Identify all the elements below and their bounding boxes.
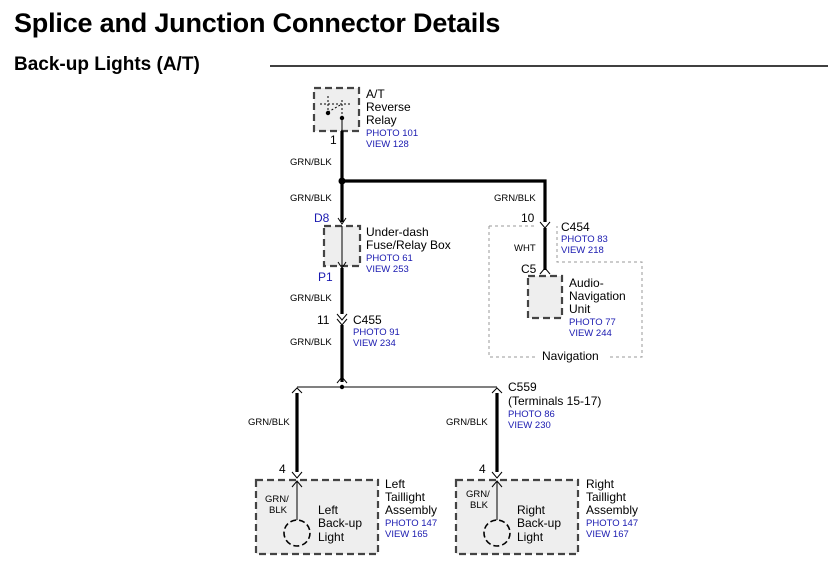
relay-name-line-1: A/T bbox=[366, 87, 385, 101]
relay-view-ref: VIEW 128 bbox=[366, 139, 409, 150]
right-taillight-name-line-3: Assembly bbox=[586, 503, 638, 517]
c559-photo-ref: PHOTO 86 bbox=[508, 409, 555, 420]
right-bulb-label-2: Back-up bbox=[517, 516, 561, 530]
c455-name: C455 bbox=[353, 313, 382, 327]
fuse-box-pin-top: D8 bbox=[314, 211, 330, 225]
nav-unit-name-line-1: Audio- bbox=[569, 276, 604, 290]
relay-photo-ref: PHOTO 101 bbox=[366, 128, 418, 139]
relay-box bbox=[312, 86, 361, 133]
c455-view-ref: VIEW 234 bbox=[353, 338, 396, 349]
left-bulb-label-3: Light bbox=[318, 530, 345, 544]
fuse-box-photo-ref: PHOTO 61 bbox=[366, 253, 413, 264]
left-taillight-box bbox=[254, 478, 380, 556]
fuse-box-name-line-2: Fuse/Relay Box bbox=[366, 238, 451, 252]
fuse-box-component: D8 P1 Under-dash Fuse/Relay Box PHOTO 61… bbox=[314, 211, 451, 284]
right-taillight-view-ref: VIEW 167 bbox=[586, 529, 629, 540]
left-bulb-label-2: Back-up bbox=[318, 516, 362, 530]
left-taillight-view-ref: VIEW 165 bbox=[385, 529, 428, 540]
left-taillight-name-line-2: Taillight bbox=[385, 490, 426, 504]
c559-view-ref: VIEW 230 bbox=[508, 420, 551, 431]
left-taillight-component: 4 GRN/ BLK Left Back-up Light Left Taill… bbox=[254, 462, 437, 556]
right-taillight-component: 4 GRN/ BLK Right Back-up Light Right Tai… bbox=[454, 462, 638, 556]
left-taillight-name-line-3: Assembly bbox=[385, 503, 437, 517]
page-title: Splice and Junction Connector Details bbox=[14, 8, 501, 38]
right-taillight-pin-label: 4 bbox=[479, 462, 486, 476]
relay-component: A/T Reverse Relay PHOTO 101 VIEW 128 1 bbox=[312, 86, 418, 150]
wire-label-left-branch: GRN/BLK bbox=[248, 417, 290, 428]
right-bulb-label-3: Light bbox=[517, 530, 544, 544]
c455-connector: 11 C455 PHOTO 91 VIEW 234 bbox=[317, 313, 400, 349]
relay-name-line-2: Reverse bbox=[366, 100, 411, 114]
c559-name: C559 bbox=[508, 380, 537, 394]
fuse-box-view-ref: VIEW 253 bbox=[366, 264, 409, 275]
left-taillight-name-line-1: Left bbox=[385, 477, 406, 491]
right-bulb-label-1: Right bbox=[517, 503, 546, 517]
left-taillight-inner-wire-label-1: GRN/ bbox=[265, 494, 289, 505]
navigation-area-label: Navigation bbox=[542, 349, 599, 363]
left-taillight-inner-wire-label-2: BLK bbox=[269, 505, 288, 516]
nav-unit-component: C5 Audio- Navigation Unit PHOTO 77 VIEW … bbox=[521, 262, 626, 339]
c455-pin-label: 11 bbox=[317, 313, 330, 327]
wire-label-c455-bus: GRN/BLK bbox=[290, 337, 332, 348]
right-taillight-photo-ref: PHOTO 147 bbox=[586, 518, 638, 529]
navigation-area-boundary bbox=[488, 225, 643, 358]
right-taillight-inner-wire-label-2: BLK bbox=[470, 500, 489, 511]
c454-connector: 10 C454 PHOTO 83 VIEW 218 bbox=[521, 211, 608, 256]
c559-bus-dot bbox=[339, 384, 345, 390]
wire-label-splice-fuse: GRN/BLK bbox=[290, 193, 332, 204]
fuse-box-pin-bottom: P1 bbox=[318, 270, 333, 284]
right-taillight-name-line-1: Right bbox=[586, 477, 615, 491]
wire-label-splice-nav: GRN/BLK bbox=[494, 193, 536, 204]
right-taillight-name-line-2: Taillight bbox=[586, 490, 627, 504]
c454-pin-label: 10 bbox=[521, 211, 535, 225]
c454-view-ref: VIEW 218 bbox=[561, 245, 604, 256]
wire-label-nav-internal: WHT bbox=[514, 243, 536, 254]
c559-junction: C559 (Terminals 15-17) PHOTO 86 VIEW 230 bbox=[291, 380, 601, 431]
section-title: Back-up Lights (A/T) bbox=[14, 54, 200, 75]
c454-photo-ref: PHOTO 83 bbox=[561, 234, 608, 245]
left-taillight-photo-ref: PHOTO 147 bbox=[385, 518, 437, 529]
left-backup-bulb-icon bbox=[283, 519, 311, 547]
nav-unit-name-line-2: Navigation bbox=[569, 289, 626, 303]
fuse-box-name-line-1: Under-dash bbox=[366, 225, 429, 239]
wire-splice-to-nav bbox=[342, 179, 547, 222]
wire-label-right-branch: GRN/BLK bbox=[446, 417, 488, 428]
nav-unit-box bbox=[526, 274, 564, 320]
right-taillight-box bbox=[454, 478, 580, 556]
c454-name: C454 bbox=[561, 220, 590, 234]
left-taillight-pin-label: 4 bbox=[279, 462, 286, 476]
right-taillight-inner-wire-label-1: GRN/ bbox=[466, 489, 490, 500]
navigation-area: Navigation bbox=[488, 225, 643, 363]
nav-unit-pin-label: C5 bbox=[521, 262, 537, 276]
nav-unit-photo-ref: PHOTO 77 bbox=[569, 317, 616, 328]
relay-name-line-3: Relay bbox=[366, 113, 397, 127]
left-bulb-label-1: Left bbox=[318, 503, 339, 517]
nav-unit-view-ref: VIEW 244 bbox=[569, 328, 612, 339]
right-backup-bulb-icon bbox=[483, 519, 511, 547]
c455-photo-ref: PHOTO 91 bbox=[353, 327, 400, 338]
wire-label-relay: GRN/BLK bbox=[290, 157, 332, 168]
relay-pin-label: 1 bbox=[330, 133, 337, 147]
c559-terminals: (Terminals 15-17) bbox=[508, 394, 601, 408]
nav-unit-name-line-3: Unit bbox=[569, 302, 591, 316]
relay-contact-symbol bbox=[320, 96, 352, 120]
wire-label-fuse-c455: GRN/BLK bbox=[290, 293, 332, 304]
